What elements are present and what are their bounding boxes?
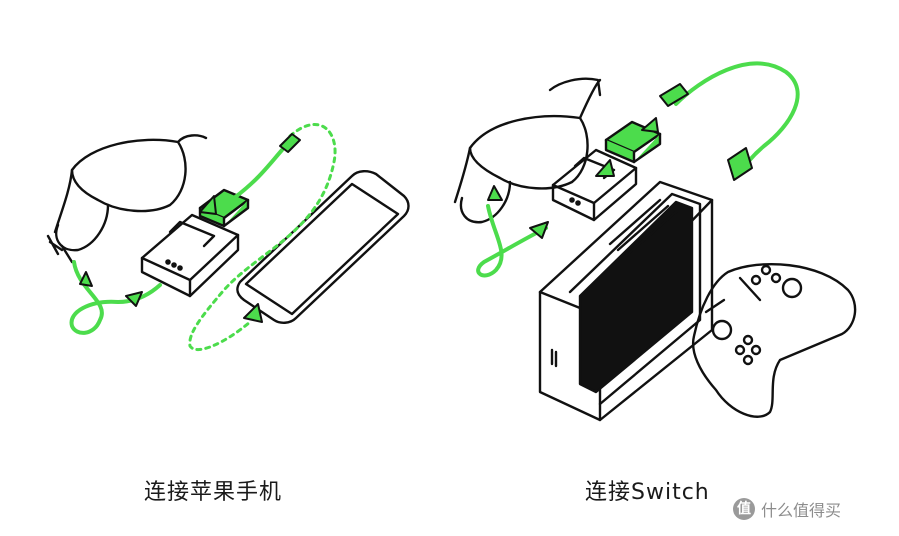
right-connector-dongle: [659, 83, 689, 107]
caption-iphone: 连接苹果手机: [144, 480, 283, 505]
right-cable-glasses: [476, 204, 548, 278]
left-arrow-phone: [243, 303, 263, 323]
left-arrow-plug: [125, 291, 143, 307]
switch-dock: [538, 180, 714, 422]
left-cable-top: [232, 148, 284, 200]
right-ar-glasses: [453, 77, 602, 224]
left-arrow-glasses: [79, 271, 93, 287]
right-arrow-dongle: [641, 117, 659, 133]
left-adapter-box: [140, 213, 240, 298]
left-connector-top: [279, 133, 301, 153]
left-ar-glasses: [46, 134, 208, 264]
joycon-grip: [691, 263, 857, 418]
left-arrow-adapter: [199, 195, 217, 215]
right-arrow-adapter: [595, 159, 615, 177]
right-arrow-plug: [529, 221, 549, 239]
left-smartphone: [236, 170, 410, 324]
right-arrow-glasses: [487, 185, 503, 201]
right-cable-loop: [674, 61, 800, 178]
watermark-logo-icon: 值: [733, 498, 755, 520]
caption-switch: 连接Switch: [585, 480, 710, 505]
right-adapter-box: [551, 148, 638, 222]
watermark-text: 什么值得买: [761, 501, 842, 520]
left-cable-dotted: [188, 123, 337, 352]
watermark: 值 什么值得买: [733, 497, 841, 521]
right-connector-switch: [727, 147, 753, 181]
